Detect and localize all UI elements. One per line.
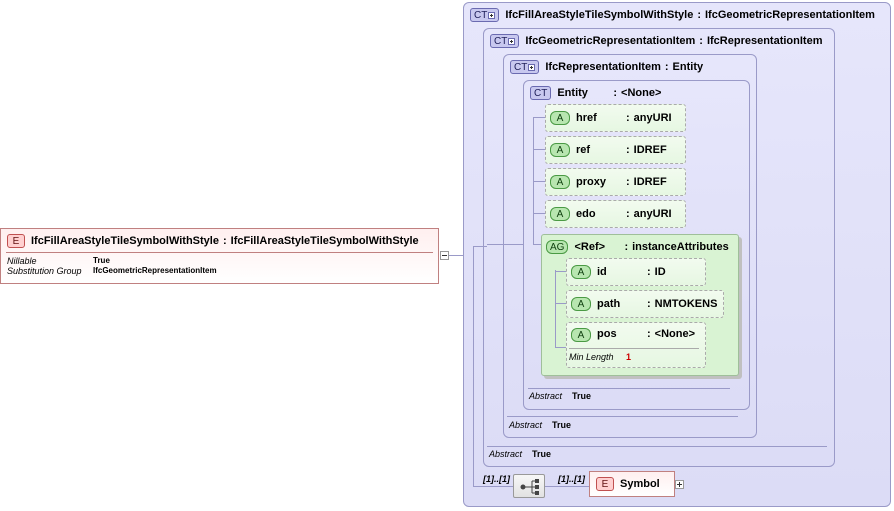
attribute-name: ref bbox=[576, 144, 591, 156]
attribute-ref[interactable]: A ref : IDREF bbox=[545, 136, 686, 164]
attribute-edo[interactable]: A edo : anyURI bbox=[545, 200, 686, 228]
nillable-label: Nillable bbox=[7, 256, 37, 266]
attribute-pos[interactable]: A pos : <None> Min Length 1 bbox=[566, 322, 706, 368]
attribute-type: anyURI bbox=[633, 112, 672, 124]
attribute-badge-icon: A bbox=[571, 297, 591, 311]
element-badge-icon: E bbox=[596, 477, 614, 491]
root-element-type: IfcFillAreaStyleTileSymbolWithStyle bbox=[230, 235, 419, 247]
type-name: IfcGeometricRepresentationItem bbox=[525, 35, 696, 47]
type-base: IfcGeometricRepresentationItem bbox=[705, 9, 875, 21]
attribute-name: pos bbox=[597, 328, 617, 340]
complex-type-icon: CT bbox=[470, 8, 500, 22]
attribute-type: anyURI bbox=[633, 208, 672, 220]
root-element-name: IfcFillAreaStyleTileSymbolWithStyle bbox=[31, 235, 219, 247]
type-name: Entity bbox=[557, 87, 588, 99]
type-name: IfcFillAreaStyleTileSymbolWithStyle bbox=[505, 9, 694, 21]
attribute-badge-icon: A bbox=[550, 111, 570, 125]
attribute-path[interactable]: A path : NMTOKENS bbox=[566, 290, 724, 318]
attribute-id[interactable]: A id : ID bbox=[566, 258, 706, 286]
min-length-value: 1 bbox=[626, 352, 632, 362]
attribute-name: proxy bbox=[576, 176, 606, 188]
type-name: IfcRepresentationItem bbox=[545, 61, 661, 73]
attribute-type: <None> bbox=[654, 328, 696, 340]
attribute-type: IDREF bbox=[633, 144, 667, 156]
complex-type-icon: CT bbox=[510, 60, 540, 74]
sequence-cardinality-left: [1]..[1] bbox=[483, 474, 510, 484]
attribute-name: href bbox=[576, 112, 597, 124]
attribute-href[interactable]: A href : anyURI bbox=[545, 104, 686, 132]
type-base: <None> bbox=[621, 87, 662, 99]
attribute-type: IDREF bbox=[633, 176, 667, 188]
symbol-element-name: Symbol bbox=[620, 478, 660, 490]
complex-type-icon: CT bbox=[530, 86, 552, 100]
attribute-name: id bbox=[597, 266, 607, 278]
sequence-compositor[interactable] bbox=[513, 474, 545, 498]
substitution-group-label: Substitution Group bbox=[7, 266, 82, 276]
complex-type-icon: CT bbox=[490, 34, 520, 48]
type-base: Entity bbox=[672, 61, 704, 73]
attribute-badge-icon: A bbox=[550, 143, 570, 157]
attribute-name: path bbox=[597, 298, 621, 310]
collapse-toggle-icon[interactable] bbox=[440, 251, 449, 260]
attribute-badge-icon: A bbox=[550, 207, 570, 221]
sequence-cardinality-right: [1]..[1] bbox=[558, 474, 585, 484]
nillable-value: True bbox=[93, 256, 110, 265]
substitution-group-value: IfcGeometricRepresentationItem bbox=[93, 266, 217, 275]
sequence-icon bbox=[520, 479, 539, 495]
symbol-element[interactable]: E Symbol bbox=[589, 471, 675, 497]
attribute-group-name: <Ref> bbox=[574, 241, 606, 253]
min-length-label: Min Length bbox=[569, 352, 614, 362]
type-base: IfcRepresentationItem bbox=[706, 35, 823, 47]
attribute-group-icon: AG bbox=[546, 240, 569, 254]
root-element-box[interactable]: E IfcFillAreaStyleTileSymbolWithStyle : … bbox=[0, 228, 439, 284]
attribute-badge-icon: A bbox=[550, 175, 570, 189]
attribute-type: NMTOKENS bbox=[654, 298, 718, 310]
attribute-badge-icon: A bbox=[571, 265, 591, 279]
expand-symbol-icon[interactable] bbox=[675, 480, 684, 489]
attribute-group-type: instanceAttributes bbox=[632, 241, 729, 253]
attribute-name: edo bbox=[576, 208, 596, 220]
attribute-type: ID bbox=[654, 266, 666, 278]
attribute-badge-icon: A bbox=[571, 328, 591, 342]
element-badge-icon: E bbox=[7, 234, 25, 248]
attribute-proxy[interactable]: A proxy : IDREF bbox=[545, 168, 686, 196]
